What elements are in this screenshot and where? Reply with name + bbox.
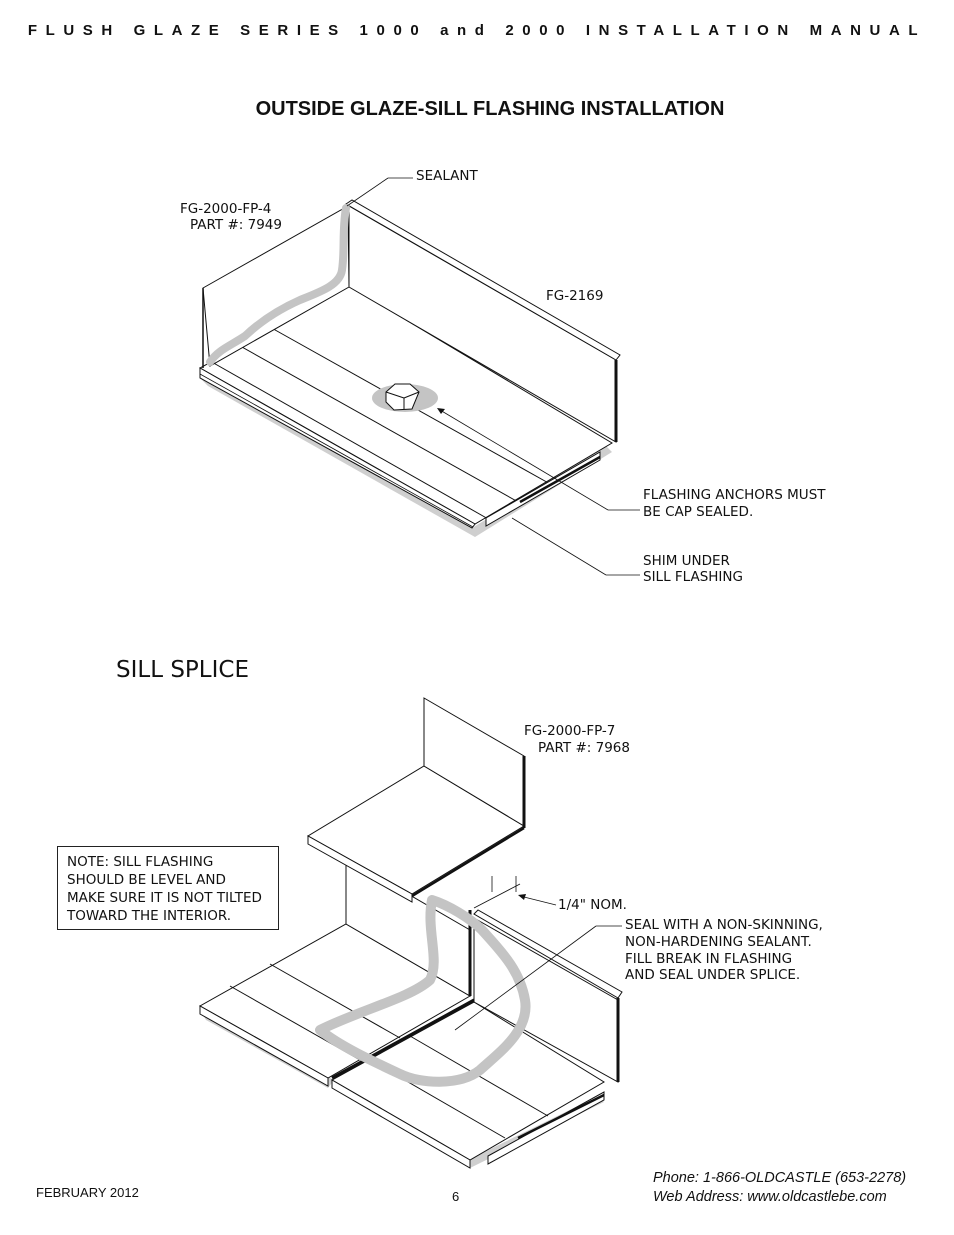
section-title: OUTSIDE GLAZE-SILL FLASHING INSTALLATION: [255, 98, 725, 120]
splice-label: FG-2000-FP-7: [524, 723, 616, 739]
seal-label-line4: AND SEAL UNDER SPLICE.: [625, 967, 801, 983]
footer-contact: Phone: 1-866-OLDCASTLE (653-2278) Web Ad…: [653, 1169, 906, 1207]
footer-date: FEBRUARY 2012: [36, 1185, 139, 1200]
sill-back-leg-top: [345, 199, 621, 361]
seal-label-line2: NON-HARDENING SEALANT.: [625, 934, 812, 950]
splice-sealant: [315, 895, 531, 1087]
end-cap-label: FG-2000-FP-4: [180, 201, 272, 217]
sill-front-edge: [199, 367, 476, 529]
page-header: FLUSH GLAZE SERIES 1000 and 2000 INSTALL…: [27, 22, 927, 39]
subsection-title: SILL SPLICE: [116, 657, 249, 683]
sill-line-2: [232, 341, 521, 504]
footer-phone: Phone: 1-866-OLDCASTLE (653-2278): [653, 1170, 907, 1186]
flashing-label: FG-2169: [546, 288, 604, 304]
anchors-label-line2: BE CAP SEALED.: [643, 504, 754, 520]
note-line: NOTE: SILL FLASHING: [67, 854, 214, 870]
seal-label-line1: SEAL WITH A NON-SKINNING,: [625, 917, 823, 933]
shim-label-line2: SILL FLASHING: [643, 569, 743, 585]
footer-web: Web Address: www.oldcastlebe.com: [653, 1189, 887, 1205]
gap-label: 1/4" NOM.: [558, 897, 627, 913]
note-box: NOTE: SILL FLASHING SHOULD BE LEVEL AND …: [57, 846, 279, 930]
end-cap-part-label: PART #: 7949: [190, 217, 282, 233]
note-line: SHOULD BE LEVEL AND: [67, 872, 226, 888]
splice-part-label: PART #: 7968: [538, 740, 630, 756]
seal-label-line3: FILL BREAK IN FLASHING: [625, 951, 793, 967]
sealant-bead: [206, 204, 350, 366]
sealant-label: SEALANT: [416, 168, 478, 184]
shim-label-line1: SHIM UNDER: [643, 553, 730, 569]
note-line: MAKE SURE IT IS NOT TILTED: [67, 890, 262, 906]
sill-line-1: [209, 360, 491, 521]
anchors-label-line1: FLASHING ANCHORS MUST: [643, 487, 826, 503]
page-number: 6: [452, 1189, 460, 1204]
note-line: TOWARD THE INTERIOR.: [67, 908, 232, 924]
end-cap: [202, 205, 350, 367]
